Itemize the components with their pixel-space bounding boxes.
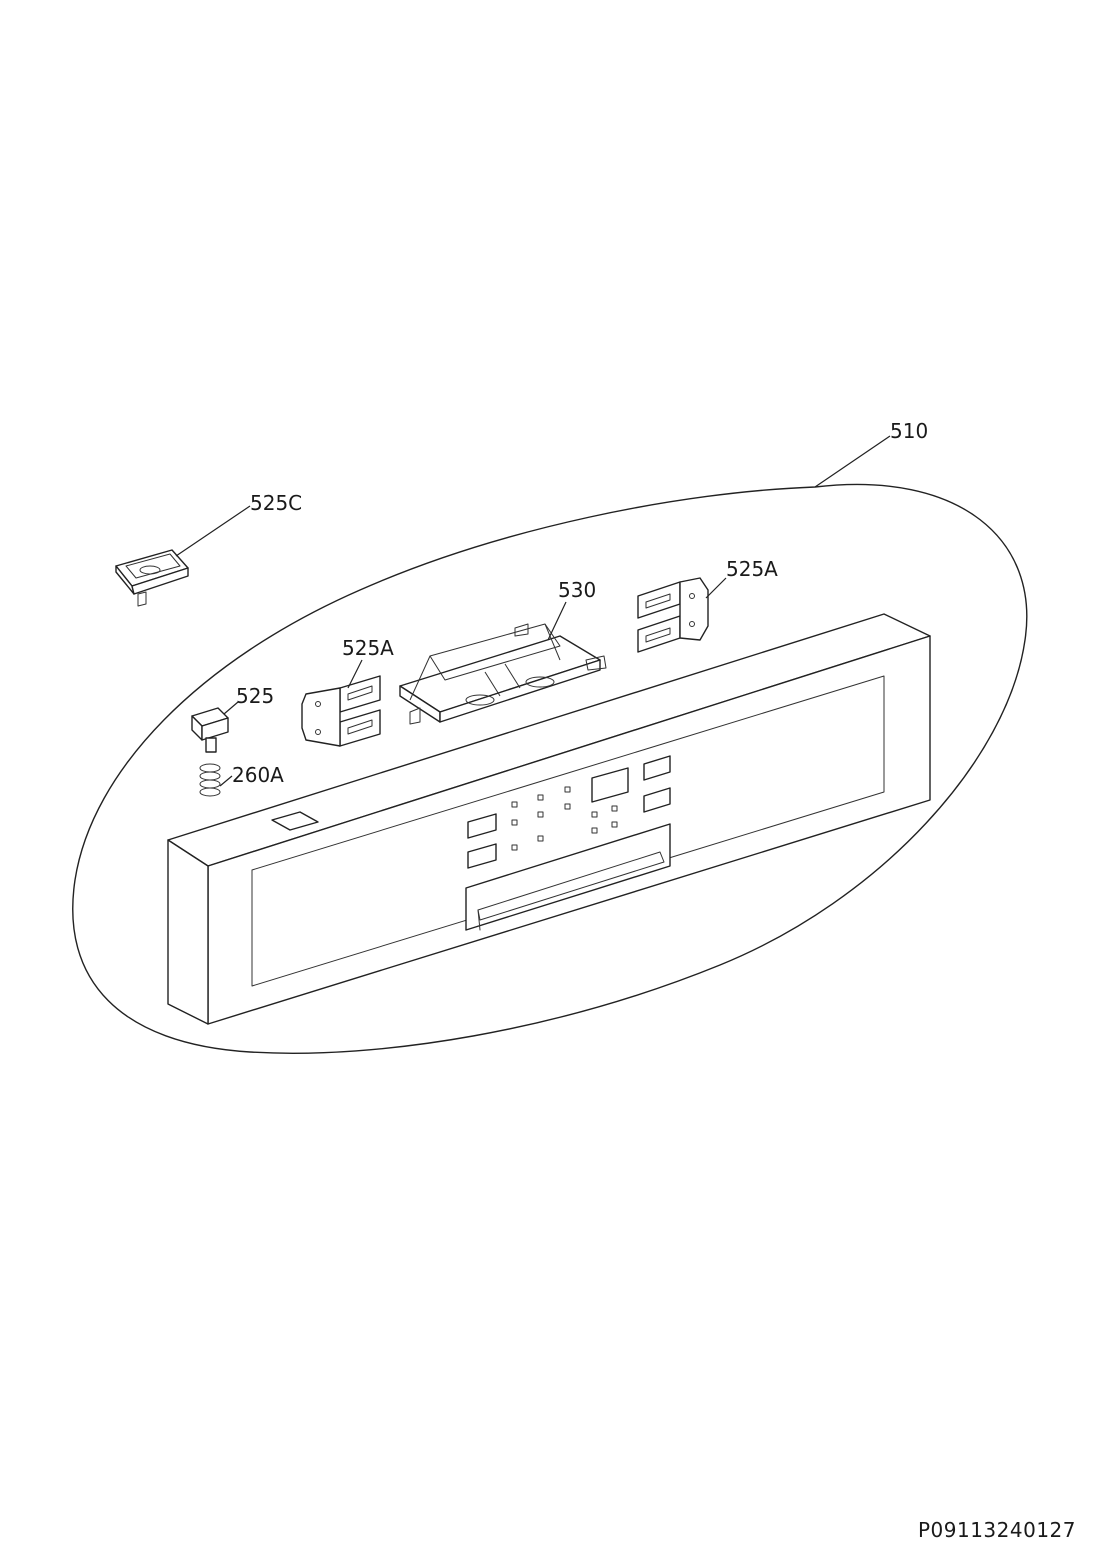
label-525c: 525C bbox=[250, 491, 302, 515]
part-525a-left bbox=[301, 659, 381, 747]
part-525c bbox=[115, 505, 251, 607]
part-525 bbox=[191, 701, 239, 753]
label-525a-right: 525A bbox=[726, 557, 778, 581]
document-id: P09113240127 bbox=[917, 1518, 1076, 1542]
control-panel bbox=[167, 613, 931, 1025]
label-525a-left: 525A bbox=[342, 636, 394, 660]
part-530 bbox=[399, 601, 607, 725]
label-530: 530 bbox=[558, 578, 596, 602]
label-260a: 260A bbox=[232, 763, 284, 787]
label-525: 525 bbox=[236, 684, 274, 708]
label-510: 510 bbox=[890, 419, 928, 443]
group-ellipse-510 bbox=[72, 483, 1028, 1054]
part-260a bbox=[199, 763, 233, 797]
part-525a-right bbox=[637, 577, 727, 653]
leader-510 bbox=[814, 435, 891, 488]
